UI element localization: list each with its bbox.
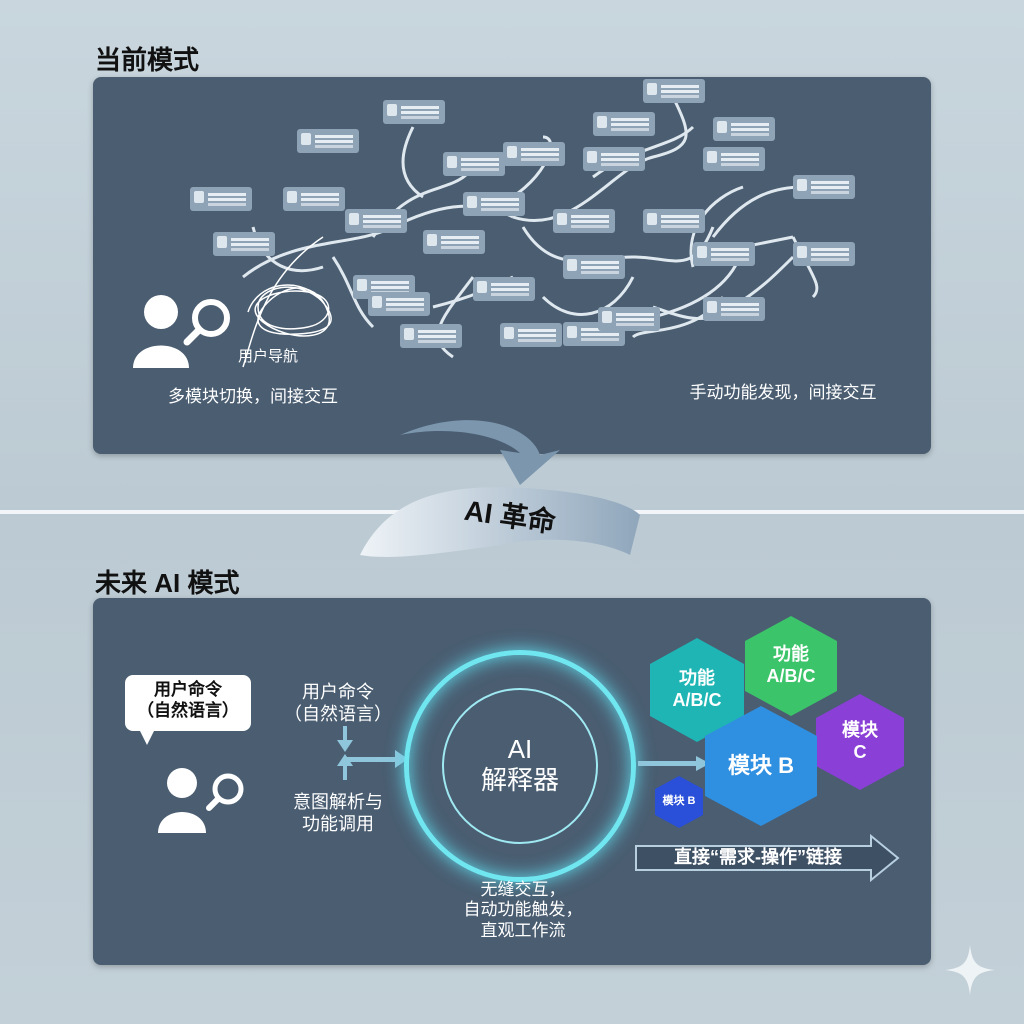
feature-card [283, 187, 345, 211]
current-mode-title: 当前模式 [95, 45, 200, 75]
right-caption: 手动功能发现，间接交互 [689, 383, 877, 402]
core-line-1: AI [507, 734, 533, 764]
parse-label-line-1: 意图解析与 [293, 792, 383, 812]
hexagon-label: 模块 B [662, 795, 696, 808]
input-label-line-1: 用户命令 [302, 682, 374, 702]
feature-card [473, 277, 535, 301]
feature-card [563, 322, 625, 346]
hexagon-label: 模块 B [727, 752, 794, 778]
feature-card [583, 147, 645, 171]
feature-card [598, 307, 660, 331]
scribble-icon [247, 284, 332, 337]
feature-card [563, 255, 625, 279]
future-mode-panel: 用户命令 （自然语言） 用户命令 （自然语言） 意图解析与 功能调用 AI 解释… [93, 598, 931, 965]
user-search-icon [133, 295, 230, 368]
feature-card [713, 117, 775, 141]
bubble-line-1: 用户命令 [154, 680, 222, 699]
hexagon-label: 功能 [773, 644, 809, 665]
left-caption: 多模块切换，间接交互 [168, 387, 338, 406]
user-search-icon [158, 768, 244, 833]
core-line-2: 解释器 [480, 765, 559, 796]
feature-card [463, 192, 525, 216]
output-arrow [638, 756, 710, 771]
ai-interpreter-label: AI 解释器 [453, 734, 587, 796]
feature-card [553, 209, 615, 233]
direct-link-label: 直接“需求-操作”链接 [674, 847, 842, 867]
sparkle-icon [945, 945, 995, 995]
feature-card [423, 230, 485, 254]
hexagon-label: A/B/C [766, 666, 816, 686]
feature-card [693, 242, 755, 266]
caption-line-2: 自动功能触发， [463, 900, 583, 920]
future-mode-title: 未来 AI 模式 [95, 568, 240, 598]
feature-card [345, 209, 407, 233]
input-label: 用户命令 （自然语言） [263, 682, 413, 725]
feature-card [297, 129, 359, 153]
feature-card [213, 232, 275, 256]
feature-card [593, 112, 655, 136]
caption-line-3: 直观工作流 [480, 920, 566, 940]
parse-label: 意图解析与 功能调用 [263, 792, 413, 835]
input-label-line-2: （自然语言） [284, 703, 392, 724]
parse-label-line-2: 功能调用 [302, 813, 374, 834]
feature-card [643, 79, 705, 103]
ai-interpreter-ring [404, 650, 636, 882]
bubble-line-2: （自然语言） [137, 701, 239, 721]
hexagon-label: A/B/C [672, 690, 722, 710]
hexagon-4: 模块 B [705, 706, 817, 826]
feature-card [643, 209, 705, 233]
caption-line-1: 无缝交互， [480, 880, 566, 899]
feature-card [793, 175, 855, 199]
core-caption: 无缝交互， 自动功能触发， 直观工作流 [433, 880, 613, 941]
feature-card [500, 323, 562, 347]
hexagon-label: C [853, 742, 867, 762]
speech-bubble: 用户命令 （自然语言） [125, 675, 251, 745]
user-navigation-label: 用户导航 [237, 348, 298, 365]
feature-card [400, 324, 462, 348]
feature-card [368, 292, 430, 316]
merge-arrows [337, 726, 408, 780]
transition-ribbon-arrow [360, 420, 640, 557]
feature-card [793, 242, 855, 266]
direct-link-arrow [635, 833, 900, 883]
hexagon-label: 模块 [842, 720, 878, 741]
hexagon-5: 模块 B [655, 776, 703, 828]
feature-card [443, 152, 505, 176]
ai-interpreter-inner-ring [442, 688, 598, 844]
feature-card [190, 187, 252, 211]
hexagon-label: 功能 [679, 668, 715, 689]
feature-card [383, 100, 445, 124]
feature-card [503, 142, 565, 166]
feature-card [703, 147, 765, 171]
current-mode-panel: 用户导航 多模块切换，间接交互 手动功能发现，间接交互 [93, 77, 931, 454]
feature-card [703, 297, 765, 321]
